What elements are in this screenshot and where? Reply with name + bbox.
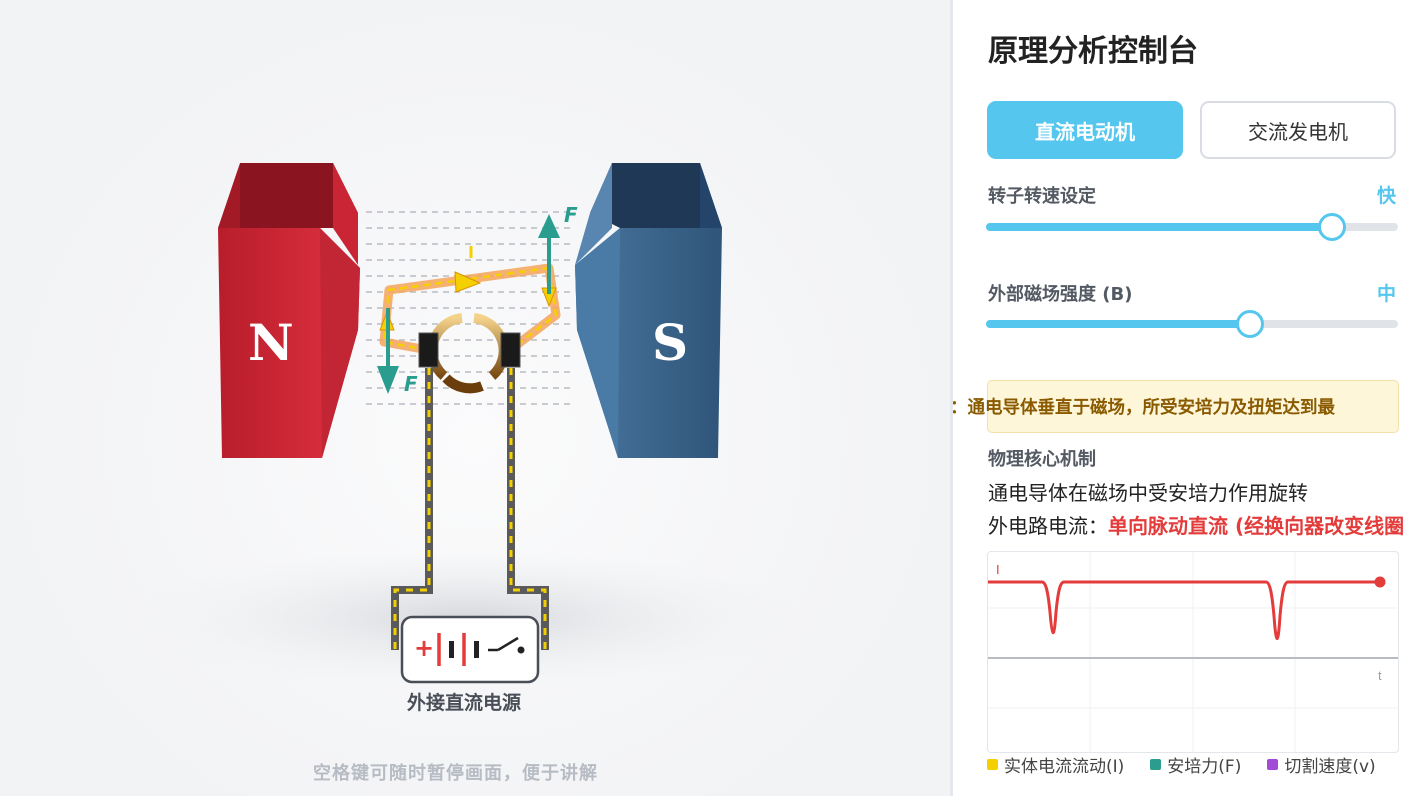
north-pole-label: N	[248, 313, 294, 372]
speed-slider[interactable]	[986, 213, 1398, 241]
south-magnet	[575, 163, 722, 458]
legend-item-velocity: 切割速度(v)	[1267, 752, 1376, 777]
graph-current-line	[988, 580, 1380, 640]
legend-swatch-velocity	[1267, 759, 1279, 770]
mode-button-dc-motor[interactable]: 直流电动机	[987, 101, 1183, 159]
current-description-prefix: 外电路电流：	[988, 514, 1108, 538]
legend-swatch-current	[987, 759, 998, 770]
force-label-bottom: F	[404, 372, 418, 396]
field-strength-slider[interactable]	[986, 310, 1398, 338]
legend-label-force: 安培力(F)	[1167, 757, 1242, 777]
graph-x-label: t	[1378, 668, 1382, 683]
field-slider-fill	[986, 320, 1250, 328]
force-arrow-bottom-icon	[377, 308, 399, 394]
power-source-box	[400, 615, 540, 684]
south-pole-label: S	[652, 313, 689, 372]
pause-hint: 空格键可随时暂停画面，便于讲解	[313, 763, 598, 784]
status-box	[987, 380, 1399, 433]
battery-plus-sign: +	[414, 634, 435, 662]
speed-slider-value: 快	[1376, 185, 1396, 207]
legend-label-velocity: 切割速度(v)	[1284, 757, 1376, 777]
legend-label-current: 实体电流流动(I)	[1004, 757, 1125, 777]
motor-diagram	[133, 163, 803, 688]
speed-slider-label: 转子转速设定	[988, 186, 1096, 207]
mode-button-ac-generator[interactable]: 交流发电机	[1200, 101, 1396, 159]
legend-item-current: 实体电流流动(I)	[987, 752, 1124, 777]
current-arrow-icon	[454, 271, 482, 293]
mechanism-heading: 物理核心机制	[988, 449, 1096, 470]
graph-legend: 实体电流流动(I) 安培力(F) 切割速度(v)	[987, 752, 1376, 777]
current-graph: I t	[987, 551, 1399, 753]
external-wires	[391, 368, 549, 650]
current-graph-plot: I t	[988, 552, 1398, 752]
graph-current-marker	[1374, 576, 1386, 588]
current-description: 外电路电流：单向脉动直流 (经换向器改变线圈	[988, 510, 1404, 539]
field-slider-thumb[interactable]	[1235, 310, 1264, 338]
mechanism-description: 通电导体在磁场中受安培力作用旋转	[988, 481, 1308, 505]
magnetic-field-lines	[366, 211, 575, 405]
power-source-label: 外接直流电源	[407, 692, 522, 714]
speed-slider-thumb[interactable]	[1318, 213, 1347, 241]
graph-y-label: I	[996, 562, 1000, 577]
brush-right	[500, 332, 521, 368]
panel-title: 原理分析控制台	[988, 34, 1198, 69]
commutator	[427, 313, 509, 394]
force-arrow-top-icon	[538, 214, 560, 294]
legend-item-force: 安培力(F)	[1150, 752, 1241, 777]
status-text: 状态：通电导体垂直于磁场，所受安培力及扭矩达到最	[950, 398, 1335, 418]
north-magnet	[218, 163, 360, 458]
force-label-top: F	[564, 203, 578, 227]
legend-swatch-force	[1150, 759, 1162, 770]
field-slider-label: 外部磁场强度 (B)	[988, 284, 1133, 305]
control-panel: 原理分析控制台 直流电动机 交流发电机 转子转速设定 快 外部磁场强度 (B) …	[950, 0, 1414, 796]
brush-left	[418, 332, 439, 368]
speed-slider-fill	[986, 223, 1333, 231]
current-description-highlight: 单向脉动直流 (经换向器改变线圈	[1108, 514, 1405, 538]
simulation-stage[interactable]: N S F F + 外接直流电源 空格键可随时暂停画面，便于讲解	[0, 0, 950, 796]
field-slider-value: 中	[1376, 283, 1396, 305]
